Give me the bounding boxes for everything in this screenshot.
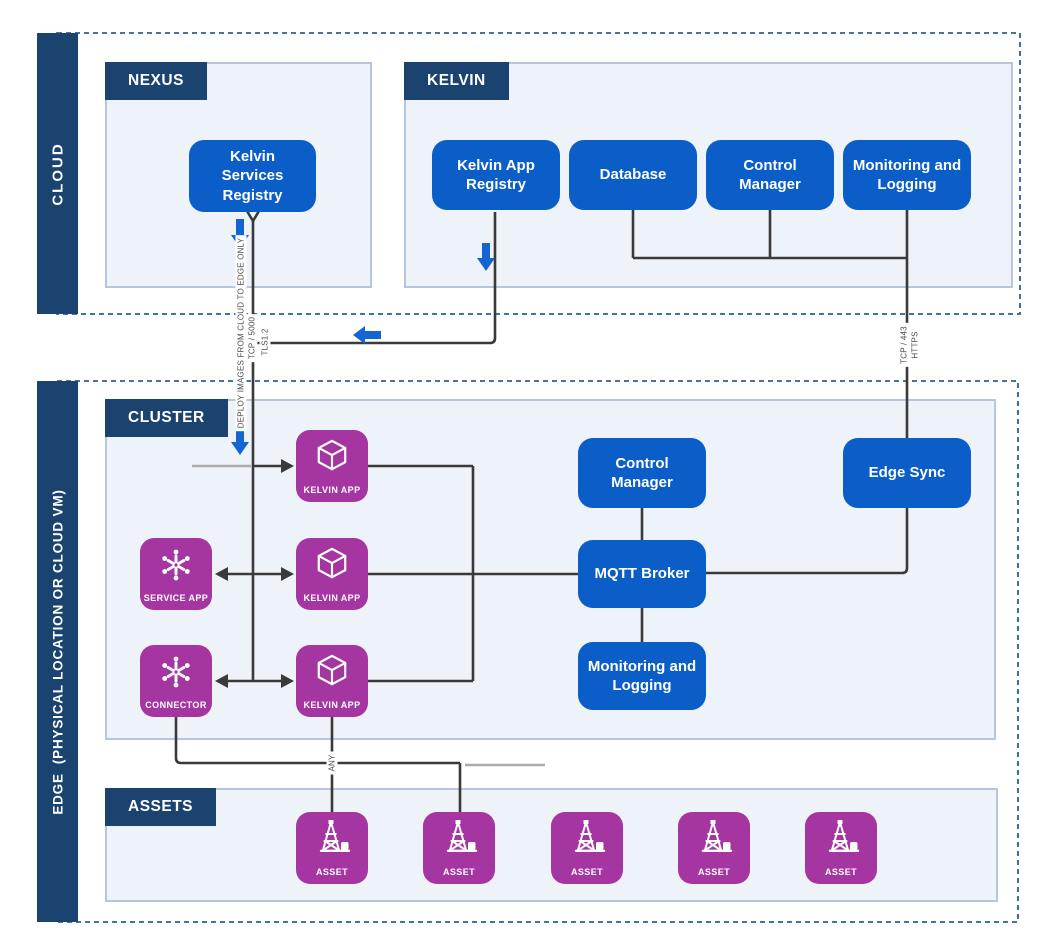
derrick-icon	[446, 820, 478, 852]
icon-label: CONNECTOR	[145, 700, 207, 710]
hub-icon	[162, 549, 190, 581]
node-label: Control Manager	[611, 454, 673, 492]
icon-label: ASSET	[315, 867, 348, 877]
service-app-node: SERVICE APP	[140, 538, 212, 610]
node-kelvin-app-registry: Kelvin App Registry	[432, 140, 560, 210]
asset-node-5: ASSET	[805, 812, 877, 884]
nexus-panel-title: NEXUS	[105, 62, 207, 100]
cube-icon	[317, 439, 347, 471]
node-label: Kelvin App Registry	[457, 156, 535, 194]
https-label: HTTPS	[909, 328, 921, 362]
node-label: Monitoring and Logging	[587, 657, 697, 695]
deploy-left-arrow	[353, 326, 381, 344]
hub-icon	[162, 656, 190, 688]
kelvin-app-node-1: KELVIN APP	[296, 430, 368, 502]
cube-icon	[317, 547, 347, 579]
icon-label: ASSET	[697, 867, 730, 877]
node-monitoring-logging-cloud: Monitoring and Logging	[843, 140, 971, 210]
icon-label: ASSET	[570, 867, 603, 877]
node-edge-sync: Edge Sync	[843, 438, 971, 508]
tcp-443-label: TCP / 443	[898, 323, 910, 367]
node-label: Kelvin Services Registry	[221, 147, 284, 204]
kelvin-app-node-2: KELVIN APP	[296, 538, 368, 610]
icon-label: ASSET	[824, 867, 857, 877]
derrick-icon	[574, 820, 606, 852]
asset-node-4: ASSET	[678, 812, 750, 884]
tls-label: TLS1.2	[259, 325, 271, 359]
asset-node-1: ASSET	[296, 812, 368, 884]
node-database: Database	[569, 140, 697, 210]
icon-label: ASSET	[442, 867, 475, 877]
node-label: Database	[599, 166, 667, 184]
node-label: Edge Sync	[868, 464, 946, 482]
node-label: Monitoring and Logging	[852, 156, 962, 194]
any-label: ANY	[326, 751, 338, 775]
edge-zone-label: EDGE (PHYSICAL LOCATION OR CLOUD VM)	[50, 488, 65, 815]
icon-label: KELVIN APP	[303, 593, 361, 603]
cloud-zone-bar: CLOUD	[37, 33, 78, 314]
kelvin-panel-title: KELVIN	[404, 62, 509, 100]
cluster-panel-title: CLUSTER	[105, 399, 228, 437]
assets-panel-title: ASSETS	[105, 788, 217, 826]
derrick-icon	[828, 820, 860, 852]
derrick-icon	[319, 820, 351, 852]
node-kelvin-services-registry: Kelvin Services Registry	[189, 140, 316, 212]
asset-node-3: ASSET	[551, 812, 623, 884]
icon-label: KELVIN APP	[303, 700, 361, 710]
edge-zone-bar: EDGE (PHYSICAL LOCATION OR CLOUD VM)	[37, 381, 78, 922]
derrick-icon	[701, 820, 733, 852]
icon-label: SERVICE APP	[143, 593, 209, 603]
asset-node-2: ASSET	[423, 812, 495, 884]
node-monitoring-logging-edge: Monitoring and Logging	[578, 642, 706, 710]
deploy-images-label: DEPLOY IMAGES FROM CLOUD TO EDGE ONLY	[235, 234, 247, 432]
node-mqtt-broker: MQTT Broker	[578, 540, 706, 608]
node-label: MQTT Broker	[594, 565, 690, 583]
node-control-manager-cloud: Control Manager	[706, 140, 834, 210]
tcp-5000-label: TCP / 5000	[246, 313, 258, 363]
node-label: Control Manager	[739, 156, 801, 194]
kelvin-app-node-3: KELVIN APP	[296, 645, 368, 717]
icon-label: KELVIN APP	[303, 485, 361, 495]
cube-icon	[317, 654, 347, 686]
cloud-zone-label: CLOUD	[49, 141, 66, 206]
node-control-manager-edge: Control Manager	[578, 438, 706, 508]
connector-node: CONNECTOR	[140, 645, 212, 717]
